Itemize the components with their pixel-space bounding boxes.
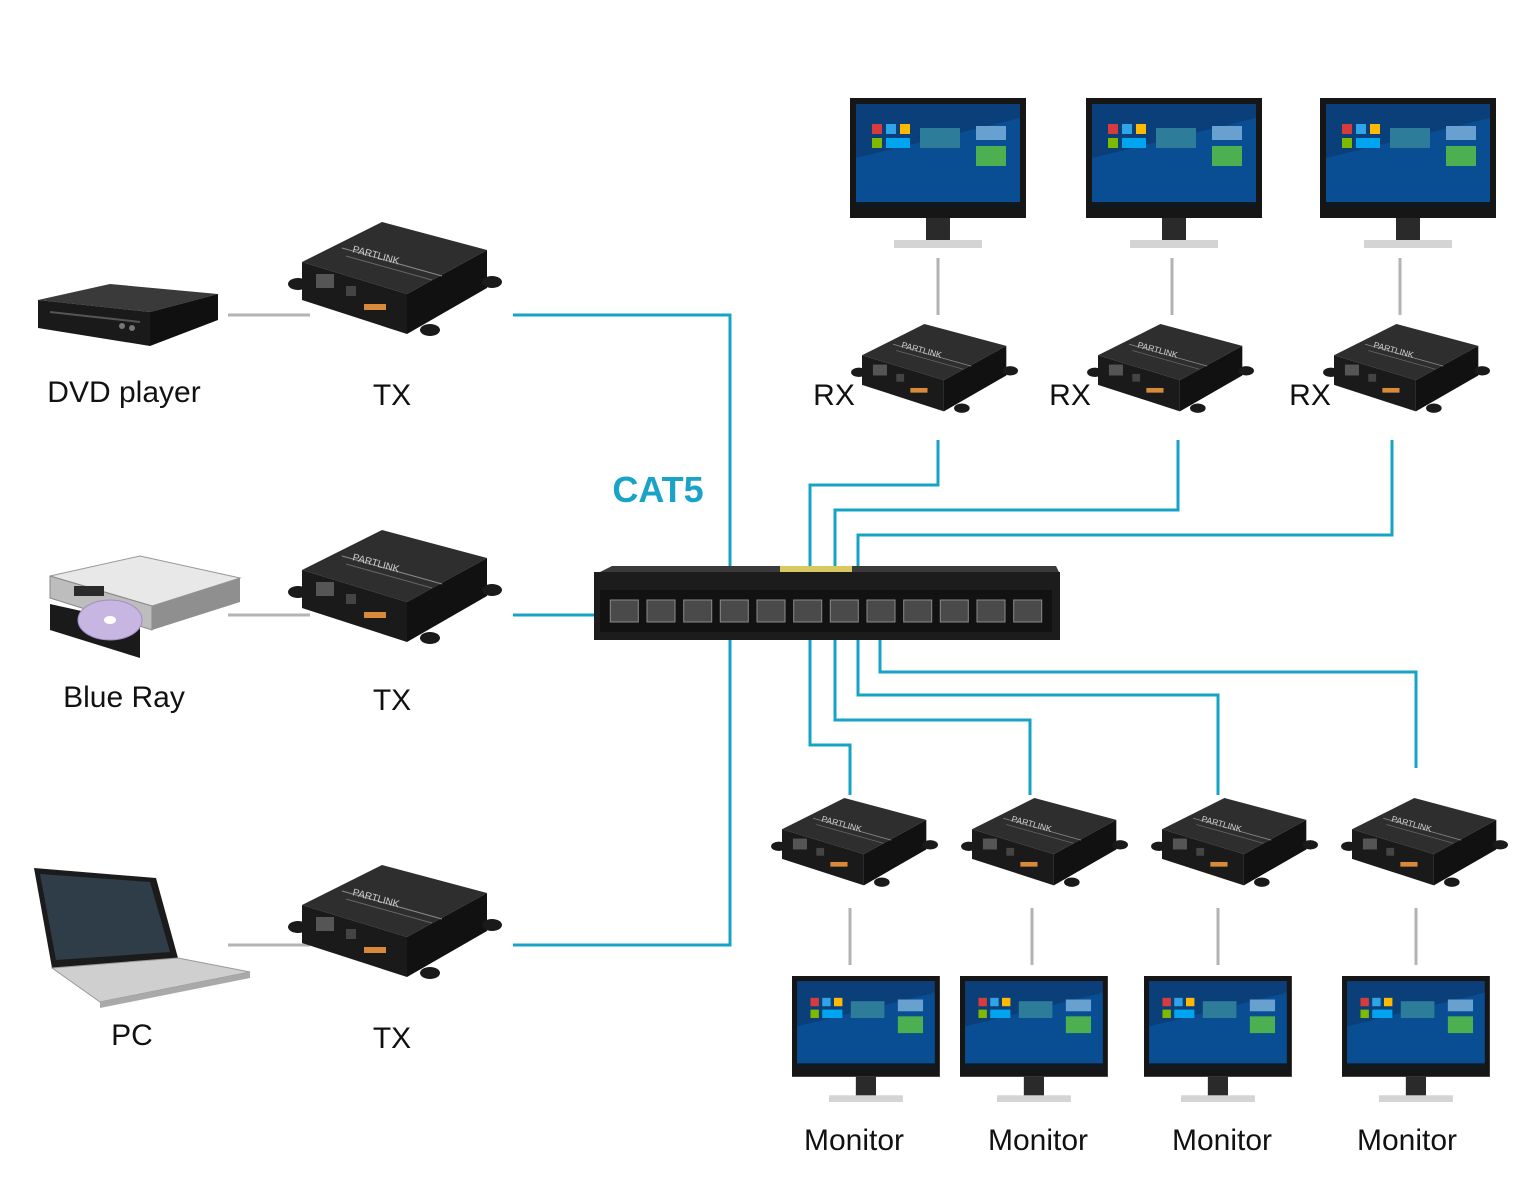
rx-box-2: PARTLINK	[1086, 323, 1255, 414]
rx-box-bottom-2: PARTLINK	[960, 797, 1129, 888]
cable-switch-mon1	[808, 640, 852, 795]
rx-label-2: RX	[1049, 379, 1091, 412]
network-switch-icon	[594, 566, 1060, 640]
switch-port	[719, 599, 749, 623]
switch-ports	[609, 599, 1043, 623]
cat5-cables	[513, 313, 1418, 947]
rx-box-bottom-4: PARTLINK	[1340, 797, 1509, 888]
rx-label-3: RX	[1289, 379, 1331, 412]
switch-port	[866, 599, 896, 623]
hdmi-links	[228, 258, 1418, 965]
source-label-bluray: Blue Ray	[63, 681, 185, 714]
switch-port	[976, 599, 1006, 623]
tx-box-1: PARTLINK	[287, 221, 503, 337]
switch-port	[683, 599, 713, 623]
rx-box-bottom-3: PARTLINK	[1150, 797, 1319, 888]
switch-port	[829, 599, 859, 623]
cable-switch-rx3	[856, 440, 1394, 568]
monitor-bottom-4	[1342, 976, 1490, 1102]
monitor-bottom-1	[792, 976, 940, 1102]
dvd-player-icon	[38, 284, 218, 346]
monitor-label-1: Monitor	[804, 1124, 904, 1157]
rx-label-1: RX	[813, 379, 855, 412]
cable-switch-mon3	[856, 640, 1220, 795]
cable-switch-rx1	[808, 440, 940, 568]
source-label-pc: PC	[111, 1019, 153, 1052]
cable-tx1-switch	[513, 313, 732, 568]
cable-switch-mon4	[878, 640, 1418, 768]
bluray-player-icon	[49, 555, 242, 658]
switch-port	[793, 599, 823, 623]
tx-box-2: PARTLINK	[287, 529, 503, 645]
monitor-top-3	[1320, 98, 1496, 248]
cable-switch-rx2	[833, 440, 1180, 568]
laptop-icon	[34, 868, 251, 1008]
switch-port	[756, 599, 786, 623]
source-label-dvd: DVD player	[47, 376, 200, 409]
cable-tx3-switch	[513, 640, 732, 947]
tx-label-2: TX	[373, 684, 411, 717]
monitor-bottom-2	[960, 976, 1108, 1102]
switch-port	[609, 599, 639, 623]
monitor-top-1	[850, 98, 1026, 248]
rx-box-3: PARTLINK	[1322, 323, 1491, 414]
cable-type-label: CAT5	[612, 469, 703, 510]
monitor-label-3: Monitor	[1172, 1124, 1272, 1157]
switch-port	[1013, 599, 1043, 623]
switch-port	[646, 599, 676, 623]
tx-label-1: TX	[373, 379, 411, 412]
tx-box-3: PARTLINK	[287, 864, 503, 980]
rx-box-bottom-1: PARTLINK	[770, 797, 939, 888]
switch-port	[903, 599, 933, 623]
switch-port	[939, 599, 969, 623]
monitor-top-2	[1086, 98, 1262, 248]
cable-switch-mon2	[833, 640, 1032, 795]
monitor-bottom-3	[1144, 976, 1292, 1102]
tx-label-3: TX	[373, 1022, 411, 1055]
monitor-label-4: Monitor	[1357, 1124, 1457, 1157]
rx-box-1: PARTLINK	[850, 323, 1019, 414]
monitor-label-2: Monitor	[988, 1124, 1088, 1157]
